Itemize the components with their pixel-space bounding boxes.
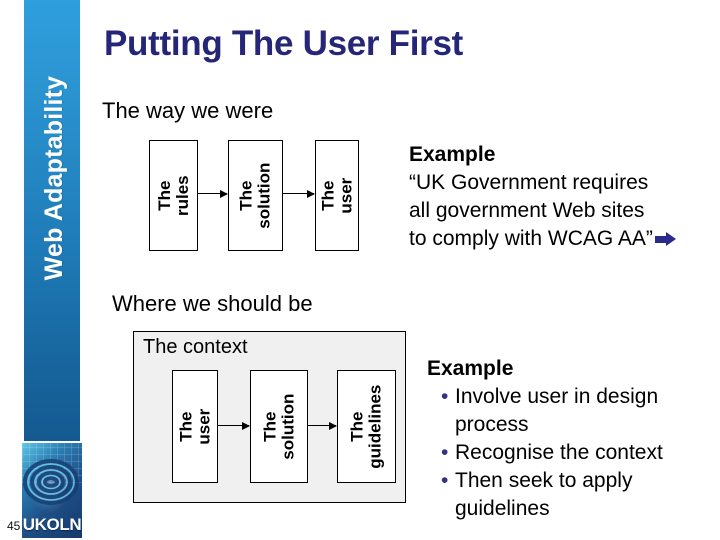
flow-box-label: The guidelines [347,384,385,469]
bullet-glyph: • [441,468,449,492]
example-heading: Example [409,143,496,166]
flow-arrow-1 [197,189,228,198]
flow-box-the-solution: The solution [250,370,308,483]
page-title: Putting The User First [104,24,463,63]
example-line: to comply with WCAG AA” [409,227,653,251]
spiral-icon [23,459,79,505]
flow-box-label: The user [176,408,213,445]
example-line: “UK Government requires [409,171,649,195]
flow-arrow-2 [282,189,315,198]
right-arrow-icon [654,232,676,247]
logo-wordmark: UKOLN [22,515,82,534]
list-item-label: Then seek to apply guidelines [455,468,633,520]
flow-box-label: The user [318,177,355,214]
example-block-top: Example “UK Government requires all gove… [409,141,714,254]
ukoln-logo: UKOLN [22,443,82,538]
bullet-glyph: • [441,440,449,464]
list-item-label: Involve user in design process [455,384,659,436]
slide-number: 45 [7,519,21,533]
example-heading: Example [427,357,514,380]
list-item: •Then seek to apply guidelines [441,467,717,523]
example-line: all government Web sites [409,199,645,223]
flow-box-label: The solution [260,393,298,460]
sidebar-title: Web Adaptability [39,75,68,281]
flow-box-the-solution: The solution [228,140,283,251]
flow-arrow-4 [307,421,337,430]
context-panel-title: The context [143,336,248,358]
bullet-glyph: • [441,384,449,408]
list-item: •Recognise the context [441,439,717,467]
example-bullet-list: •Involve user in design process •Recogni… [427,383,717,523]
example-line-last: to comply with WCAG AA” [409,225,714,253]
example-block-bottom: Example •Involve user in design process … [427,355,717,523]
list-item: •Involve user in design process [441,383,717,439]
section-b-heading: Where we should be [112,291,313,316]
flow-box-label: The solution [236,162,274,229]
flow-box-the-user: The user [315,140,359,251]
flow-box-the-rules: The rules [149,140,198,251]
list-item-label: Recognise the context [455,440,663,464]
sidebar-accent-bar: Web Adaptability [24,0,80,441]
flow-box-the-guidelines: The guidelines [337,370,396,483]
flow-arrow-3 [217,421,250,430]
section-a-heading: The way we were [102,98,274,123]
flow-box-label: The rules [154,175,192,216]
flow-box-the-user: The user [172,370,218,483]
